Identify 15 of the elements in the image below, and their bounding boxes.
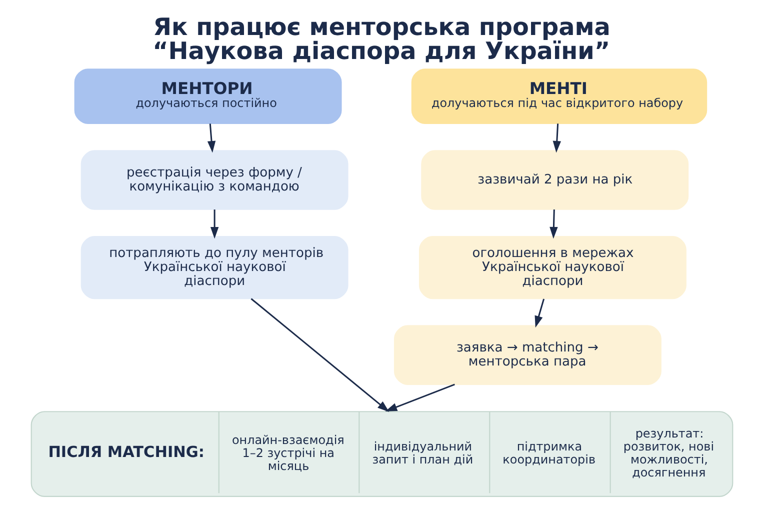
arrow xyxy=(552,124,560,153)
node-box: заявка → matching → менторська пара xyxy=(393,325,661,385)
diagram-title: Як працює менторська програма “Наукова діаспора для України” xyxy=(152,12,610,65)
node-box: потрапляють до пулу менторів Української наукової діаспори xyxy=(80,236,348,300)
node-box: оголошення в мережах Української наукової діаспори xyxy=(418,236,686,300)
arrow xyxy=(250,298,389,412)
arrow xyxy=(549,210,558,239)
arrow xyxy=(384,384,454,412)
node-box: реєстрація через форму / комунікацію з командою xyxy=(80,150,348,210)
arrow xyxy=(534,298,544,328)
node-box: МЕНТІ долучаються під час відкритого набору xyxy=(410,68,707,124)
arrow xyxy=(210,210,218,239)
node-box: зазвичай 2 рази на рік xyxy=(420,150,688,210)
node-box: МЕНТОРИ долучаються постійно xyxy=(74,68,342,124)
arrow xyxy=(206,124,216,153)
